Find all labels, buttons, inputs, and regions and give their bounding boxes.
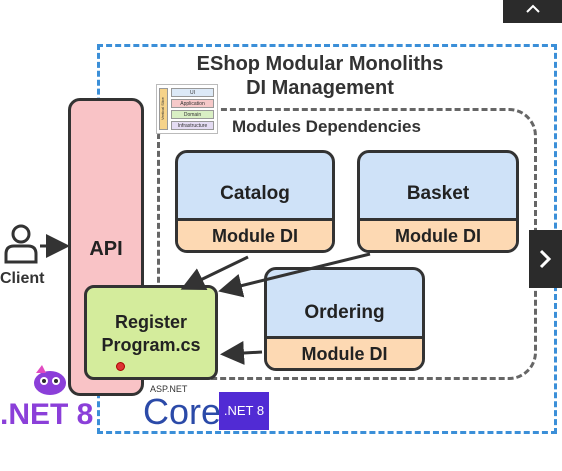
top-control-tab[interactable]: [503, 0, 562, 23]
client-label: Client: [0, 270, 45, 287]
aspnet-label: ASP.NET: [150, 384, 188, 394]
basket-to-register-arrow: [218, 252, 371, 298]
net8-logo-text: .NET 8: [0, 398, 94, 431]
net8-badge: .NET 8: [219, 392, 269, 430]
diagram-title-line2: DI Management: [246, 77, 394, 99]
modules-dependencies-label: Modules Dependencies: [232, 117, 421, 136]
next-button[interactable]: [529, 230, 562, 288]
register-label-line1: Register: [114, 312, 188, 332]
catalog-module-di: Module DI: [178, 218, 332, 250]
basket-module-di: Module DI: [360, 218, 516, 250]
diagram-title-line1: EShop Modular Monoliths: [196, 53, 444, 75]
cursor-dot: [116, 362, 125, 371]
register-program-box: [84, 285, 218, 380]
ordering-module-name: Ordering: [304, 302, 385, 323]
aspnet-core-logo-text: Core: [143, 391, 222, 432]
ordering-module: Ordering Module DI: [264, 267, 425, 371]
chevron-up-icon: [526, 4, 540, 13]
layer-infrastructure: Infrastructure: [171, 121, 214, 130]
chevron-right-icon: [539, 249, 552, 269]
layer-application: Application: [171, 99, 214, 108]
layer-thumbnail: Vertical Slice UI Application Domain Inf…: [156, 84, 218, 134]
register-label-line2: Program.cs: [101, 335, 201, 355]
register-program-label: Register Program.cs: [84, 311, 218, 357]
ordering-module-di: Module DI: [267, 336, 422, 368]
catalog-module: Catalog Module DI: [175, 150, 335, 253]
basket-module-name: Basket: [406, 183, 470, 204]
basket-module: Basket Module DI: [357, 150, 519, 253]
user-icon: [4, 224, 38, 264]
dotnet-bot-icon: [34, 365, 66, 395]
catalog-module-name: Catalog: [220, 183, 290, 204]
layer-domain: Domain: [171, 110, 214, 119]
catalog-to-register-arrow: [180, 255, 249, 290]
api-label: API: [89, 238, 123, 260]
layer-ui: UI: [171, 88, 214, 97]
ordering-to-register-arrow: [220, 341, 263, 365]
